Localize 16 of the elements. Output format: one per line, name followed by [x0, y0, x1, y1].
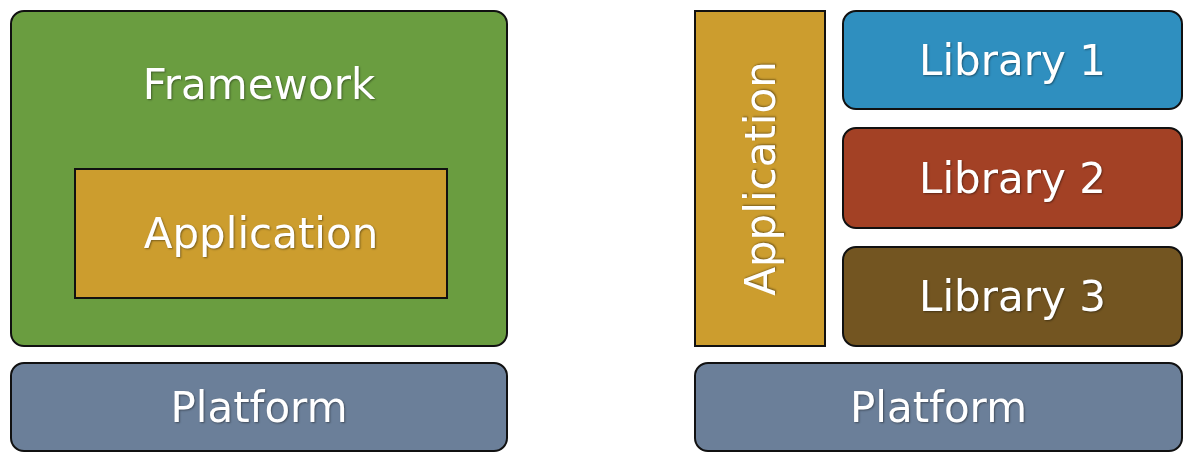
layer-label: Platform: [849, 382, 1028, 432]
layer-label: Library 2: [919, 153, 1106, 203]
layer-box: [842, 246, 1183, 347]
layer-label: Application: [143, 209, 379, 258]
layer-label: Library 3: [919, 272, 1106, 321]
layer-label: Framework: [142, 60, 376, 109]
layer-label: Platform: [170, 382, 348, 432]
layer-box: [10, 362, 508, 452]
layer-box: [842, 127, 1183, 229]
layer-box: [694, 362, 1183, 452]
layer-box: [694, 10, 826, 347]
layer-label: Application: [735, 61, 785, 296]
container-box: [10, 10, 508, 347]
layer-box: [74, 168, 448, 299]
layer-label: Library 1: [919, 35, 1106, 85]
layer-box: [842, 10, 1183, 110]
